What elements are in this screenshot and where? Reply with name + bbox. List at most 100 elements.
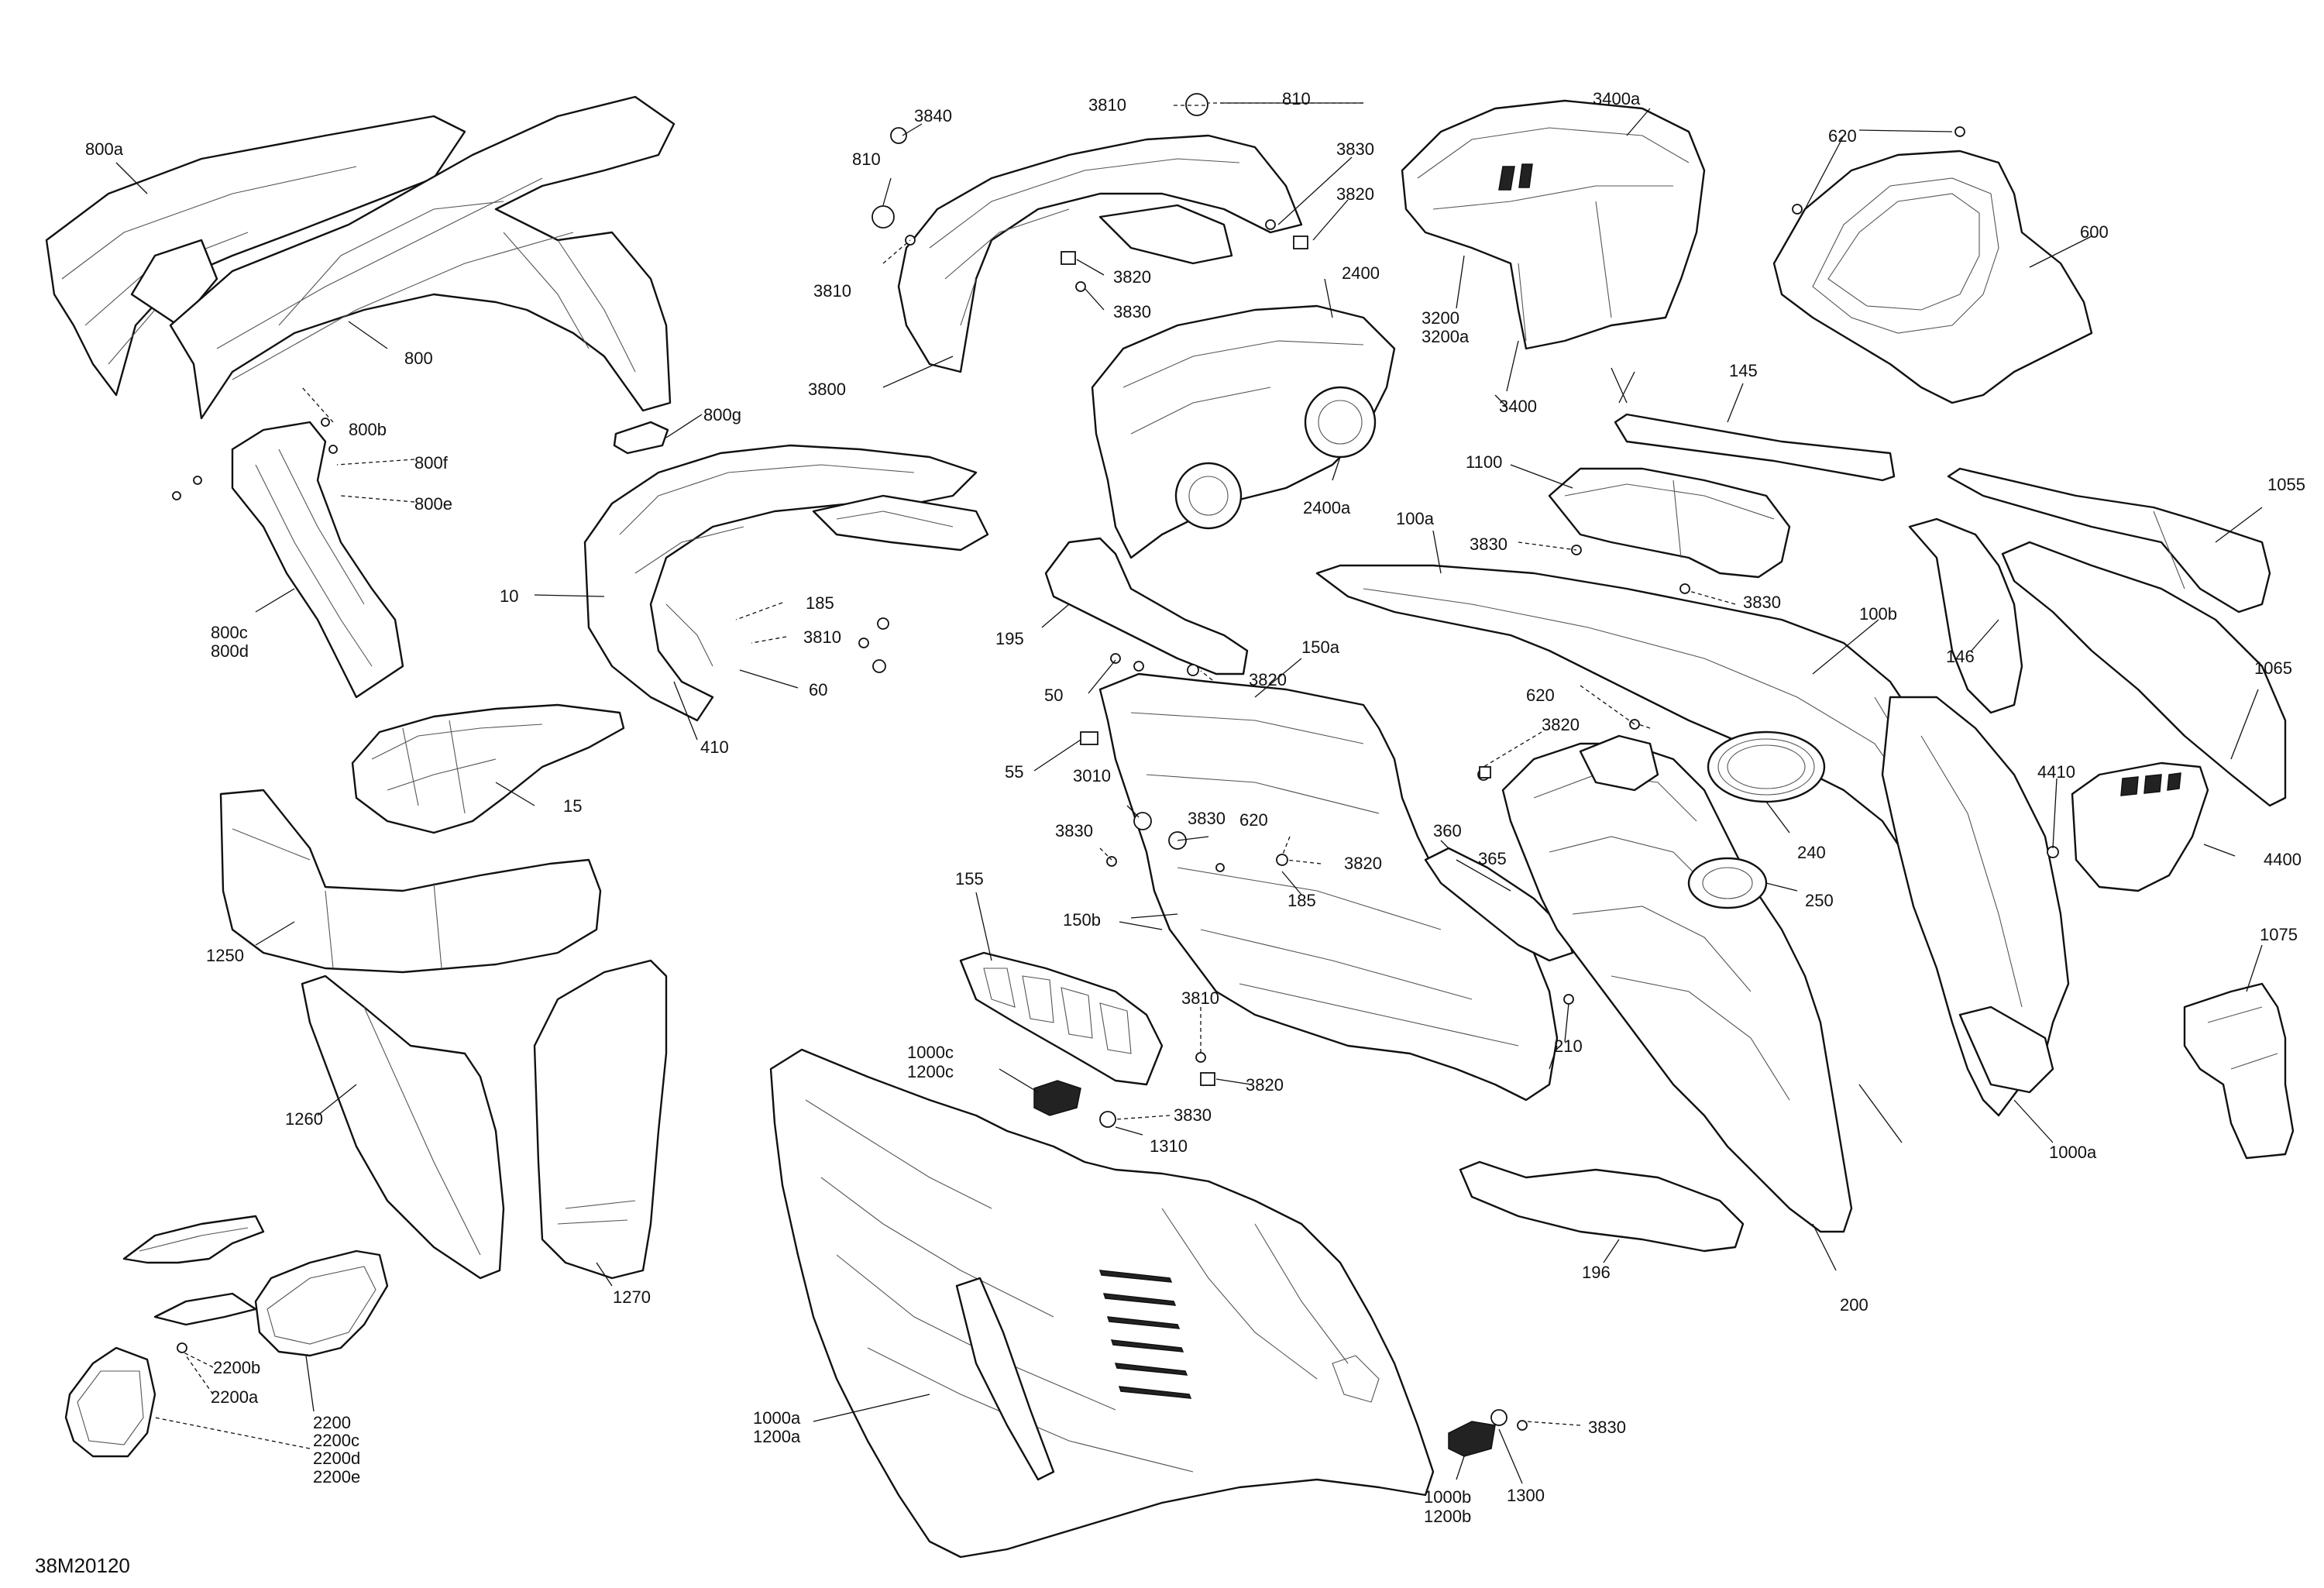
label-800a: 800a xyxy=(85,139,124,159)
label-1055: 1055 xyxy=(2267,475,2305,494)
part-1055-panel xyxy=(1947,467,2271,614)
part-800g-plate xyxy=(613,421,669,455)
label-1065: 1065 xyxy=(2254,658,2292,678)
part-1000a-right-side-panel xyxy=(1881,696,2070,1117)
label-3810-top: 3810 xyxy=(1088,95,1126,115)
part-3800-upper-frame xyxy=(897,134,1303,373)
label-195: 195 xyxy=(995,629,1024,648)
part-1270-panel xyxy=(533,959,668,1280)
label-250: 250 xyxy=(1805,891,1834,910)
label-100b: 100b xyxy=(1859,604,1897,624)
part-4400-module xyxy=(2071,761,2209,892)
label-800: 800 xyxy=(404,349,433,368)
label-10: 10 xyxy=(500,586,518,606)
part-3400-storage-bin xyxy=(1401,99,1706,350)
label-1200b: 1200b xyxy=(1424,1507,1471,1526)
part-1000b-clip xyxy=(1448,1409,1508,1457)
part-800-front-body xyxy=(169,95,676,420)
label-1000b: 1000b xyxy=(1424,1487,1471,1507)
label-60: 60 xyxy=(809,680,827,699)
label-3830-c: 3830 xyxy=(1055,821,1093,840)
label-150b: 150b xyxy=(1063,910,1101,930)
label-2200d: 2200d xyxy=(313,1449,360,1468)
part-155-grille xyxy=(959,951,1164,1086)
label-1100: 1100 xyxy=(1466,452,1502,472)
label-145: 145 xyxy=(1729,361,1758,380)
part-1000c-clip xyxy=(1033,1080,1116,1128)
label-196: 196 xyxy=(1582,1263,1611,1282)
part-146-panel xyxy=(1908,517,2023,714)
label-410: 410 xyxy=(700,737,729,757)
label-1250: 1250 xyxy=(206,946,244,965)
label-800d: 800d xyxy=(211,641,249,661)
label-15: 15 xyxy=(563,796,582,816)
part-2200a-mirror-left xyxy=(64,1346,156,1458)
label-810-top: 810 xyxy=(1282,89,1311,108)
label-360: 360 xyxy=(1433,821,1462,840)
label-146: 146 xyxy=(1946,647,1975,666)
label-50: 50 xyxy=(1044,686,1063,705)
label-2400: 2400 xyxy=(1342,263,1380,283)
part-1000a-lower-side-panel xyxy=(769,1048,1435,1559)
label-620-top: 620 xyxy=(1828,126,1857,146)
label-3820-top: 3820 xyxy=(1336,184,1374,204)
part-15-lower-bracket xyxy=(351,703,625,834)
label-800c: 800c xyxy=(211,623,248,642)
label-1000a-b: 1000a xyxy=(753,1408,801,1428)
leader-lines xyxy=(115,102,2263,1484)
label-2200b: 2200b xyxy=(213,1358,260,1377)
label-240: 240 xyxy=(1797,843,1826,862)
label-3810-e: 3810 xyxy=(1181,988,1219,1008)
part-1250-panel xyxy=(219,789,602,974)
label-3400: 3400 xyxy=(1499,397,1537,416)
part-2200b-mirror-bracket xyxy=(122,1215,265,1264)
label-1000c: 1000c xyxy=(907,1043,954,1062)
label-620-c: 620 xyxy=(1239,810,1268,830)
label-3830-f: 3830 xyxy=(1588,1418,1626,1437)
label-3810-b: 3810 xyxy=(803,627,841,647)
label-1260: 1260 xyxy=(285,1109,323,1129)
part-240-filler-ring xyxy=(1707,730,1826,803)
label-1200a: 1200a xyxy=(753,1427,801,1446)
label-150a: 150a xyxy=(1301,638,1340,657)
part-1100-bracket xyxy=(1548,467,1791,579)
label-2400a: 2400a xyxy=(1303,498,1351,517)
label-1300: 1300 xyxy=(1507,1486,1545,1505)
part-10-front-frame xyxy=(583,444,989,722)
label-3800: 3800 xyxy=(808,380,846,399)
part-200-central-frame xyxy=(1501,734,1853,1233)
label-4400: 4400 xyxy=(2264,850,2302,869)
label-210: 210 xyxy=(1554,1036,1583,1056)
label-3820-150: 3820 xyxy=(1249,670,1287,689)
label-3010: 3010 xyxy=(1073,766,1111,785)
part-196-trim xyxy=(1459,1160,1745,1253)
part-195-trim xyxy=(1044,537,1249,675)
label-185-b: 185 xyxy=(1287,891,1316,910)
part-1065-panel xyxy=(2001,541,2287,807)
label-1310: 1310 xyxy=(1150,1136,1188,1156)
part-2200-mirror xyxy=(153,1249,389,1357)
callout-labels: 800a 800 800b 800f 800e 800g 800c 800d 3… xyxy=(35,89,2305,1577)
part-360-bracket xyxy=(1424,847,1574,962)
label-365: 365 xyxy=(1478,849,1507,868)
part-145-strip xyxy=(1614,413,1896,482)
label-800f: 800f xyxy=(414,453,449,473)
part-800c-side-bracket xyxy=(172,421,404,699)
diagram-code: 38M20120 xyxy=(35,1554,130,1577)
label-3820-mid: 3820 xyxy=(1113,267,1151,287)
label-3830-top: 3830 xyxy=(1336,139,1374,159)
label-620-mid: 620 xyxy=(1526,686,1555,705)
label-3810-left: 3810 xyxy=(813,281,851,301)
part-2400-headlight xyxy=(1091,304,1396,559)
label-55: 55 xyxy=(1005,762,1023,782)
label-3830-r: 3830 xyxy=(1743,593,1781,612)
label-2200a: 2200a xyxy=(211,1387,259,1407)
label-3820-mid2: 3820 xyxy=(1542,715,1580,734)
label-1200c: 1200c xyxy=(907,1062,954,1081)
part-600-instrument-surround xyxy=(1772,150,2093,404)
label-155: 155 xyxy=(955,869,984,889)
label-1000a-r: 1000a xyxy=(2049,1143,2097,1162)
label-2200: 2200 xyxy=(313,1413,351,1432)
label-100a: 100a xyxy=(1396,509,1435,528)
